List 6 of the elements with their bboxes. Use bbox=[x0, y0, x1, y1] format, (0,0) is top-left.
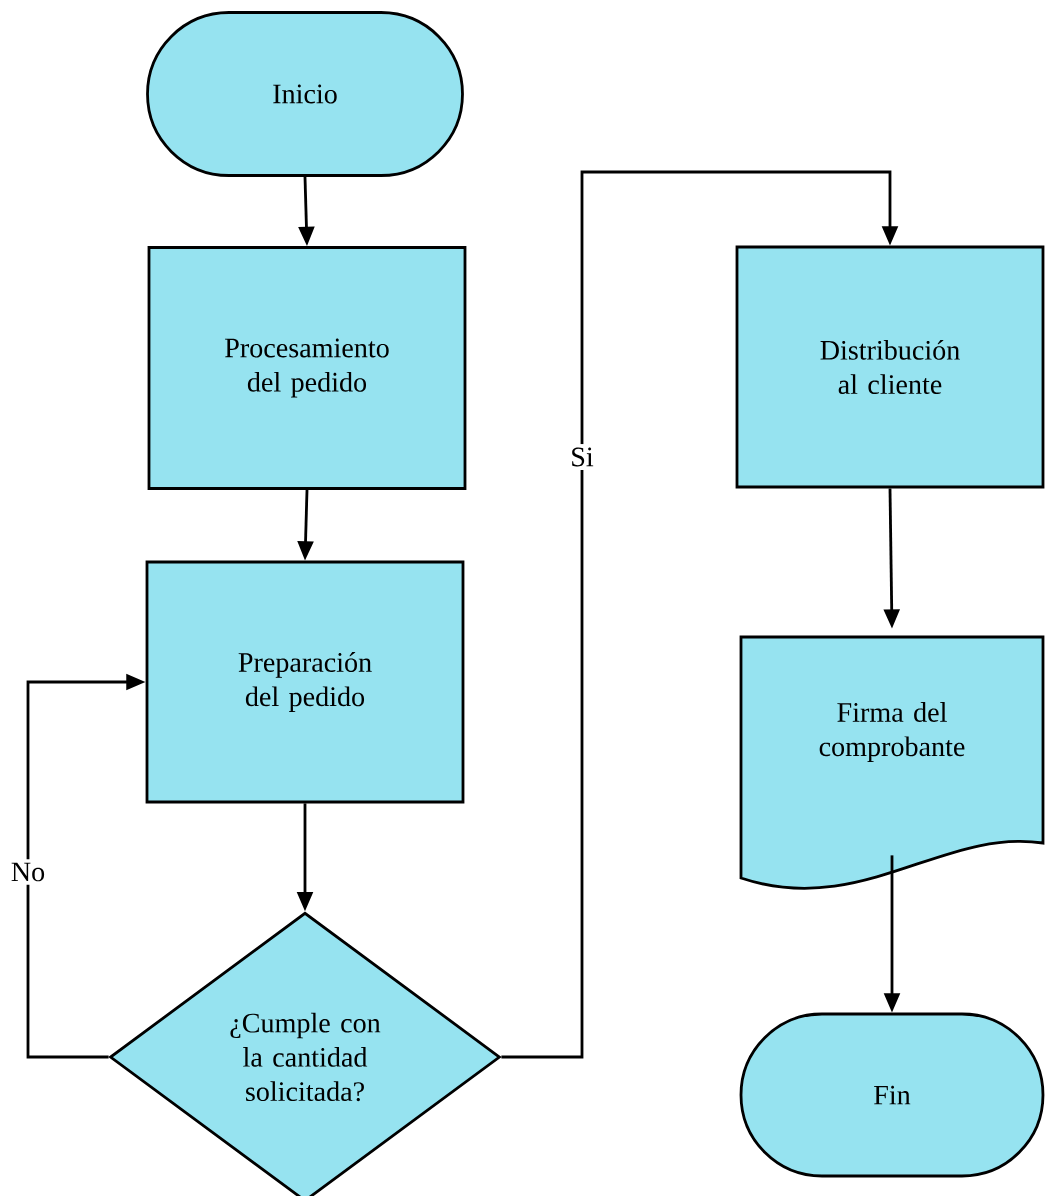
edge-label: Si bbox=[566, 444, 598, 470]
process-box: Distribución al cliente bbox=[735, 245, 1045, 489]
arrow bbox=[501, 170, 899, 1059]
edge-label: No bbox=[7, 859, 49, 885]
process-box: Procesamiento del pedido bbox=[147, 246, 467, 490]
process-box: Preparación del pedido bbox=[145, 560, 465, 804]
